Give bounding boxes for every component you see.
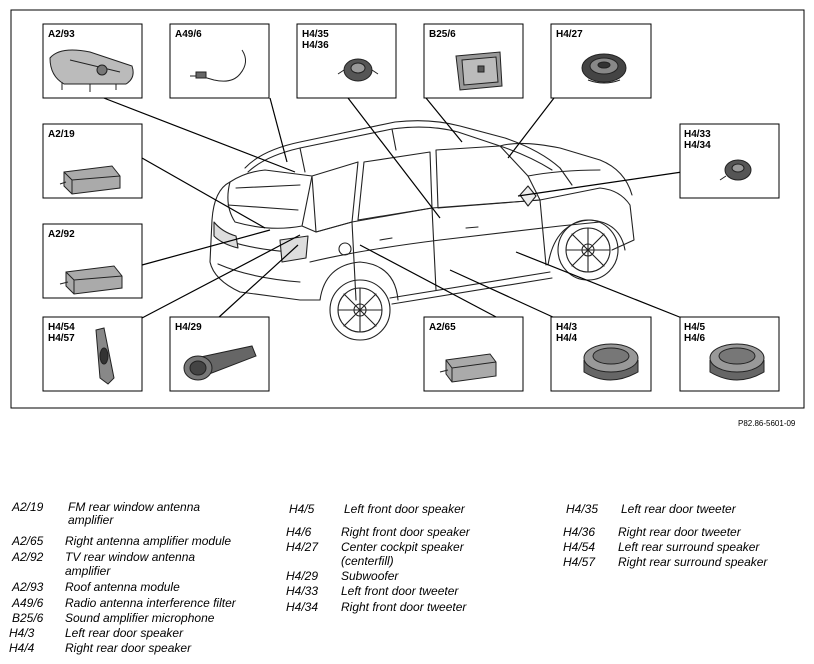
surround-speaker-illustration: [95, 327, 115, 385]
callout-b25-6: B25/6: [423, 23, 524, 99]
center-speaker-illustration: [581, 53, 627, 84]
callout-a49-6-label: A49/6: [175, 29, 202, 40]
callout-h4-35-label-2: H4/36: [302, 40, 329, 51]
callout-b25-6-label: B25/6: [429, 29, 456, 40]
callout-h4-29-label: H4/29: [175, 322, 202, 333]
callout-h4-33-label-2: H4/34: [684, 140, 711, 151]
legend-column-1: A2/19 FM rear window antenna amplifier A…: [9, 500, 236, 655]
callout-a2-92-label: A2/92: [48, 229, 75, 240]
callout-h4-3: H4/3 H4/4: [550, 316, 652, 392]
tv-amplifier-illustration: [59, 265, 123, 295]
figure-reference: P82.86-5601-09: [738, 419, 796, 428]
callout-a2-92: A2/92: [42, 223, 143, 299]
callout-a2-19: A2/19: [42, 123, 143, 199]
rear-door-tweeter-illustration: [337, 58, 379, 82]
callout-h4-54-label-2: H4/57: [48, 333, 75, 344]
callout-h4-54: H4/54 H4/57: [42, 316, 143, 392]
callout-a2-93: A2/93: [42, 23, 143, 99]
legend-column-3: H4/35 Left rear door tweeter H4/36 Right…: [563, 502, 768, 569]
diagram-frame: [10, 9, 805, 409]
roof-antenna-module-illustration: [49, 49, 134, 92]
callout-a2-65-label: A2/65: [429, 322, 456, 333]
callout-h4-27: H4/27: [550, 23, 652, 99]
callout-h4-35-label-1: H4/35: [302, 29, 329, 40]
callout-a49-6: A49/6: [169, 23, 270, 99]
fm-amplifier-illustration: [59, 165, 121, 195]
component-location-diagram: A2/93 A49/6 H4/35 H4/36 B25/6: [10, 9, 805, 409]
callout-h4-5-label-2: H4/6: [684, 333, 706, 344]
callout-a2-93-label: A2/93: [48, 29, 75, 40]
callout-h4-27-label: H4/27: [556, 29, 583, 40]
callout-h4-3-label-1: H4/3: [556, 322, 578, 333]
microphone-illustration: [455, 51, 503, 91]
callout-h4-3-label-2: H4/4: [556, 333, 578, 344]
callout-h4-33: H4/33 H4/34: [679, 123, 780, 199]
callout-h4-29: H4/29: [169, 316, 270, 392]
leader-lines: [95, 94, 683, 319]
rear-door-speaker-illustration: [583, 343, 639, 381]
callout-h4-33-label-1: H4/33: [684, 129, 711, 140]
front-door-tweeter-illustration: [719, 159, 752, 181]
callout-h4-54-label-1: H4/54: [48, 322, 75, 333]
callout-h4-5-label-1: H4/5: [684, 322, 706, 333]
callout-a2-19-label: A2/19: [48, 129, 75, 140]
callout-h4-35: H4/35 H4/36: [296, 23, 397, 99]
subwoofer-illustration: [183, 345, 257, 381]
callout-a2-65: A2/65: [423, 316, 524, 392]
front-door-speaker-illustration: [709, 343, 765, 381]
right-amplifier-module-illustration: [439, 353, 497, 383]
legend-column-2: H4/5 Left front door speaker H4/6 Right …: [286, 502, 470, 614]
interference-filter-illustration: [190, 49, 246, 82]
callout-h4-5: H4/5 H4/6: [679, 316, 780, 392]
